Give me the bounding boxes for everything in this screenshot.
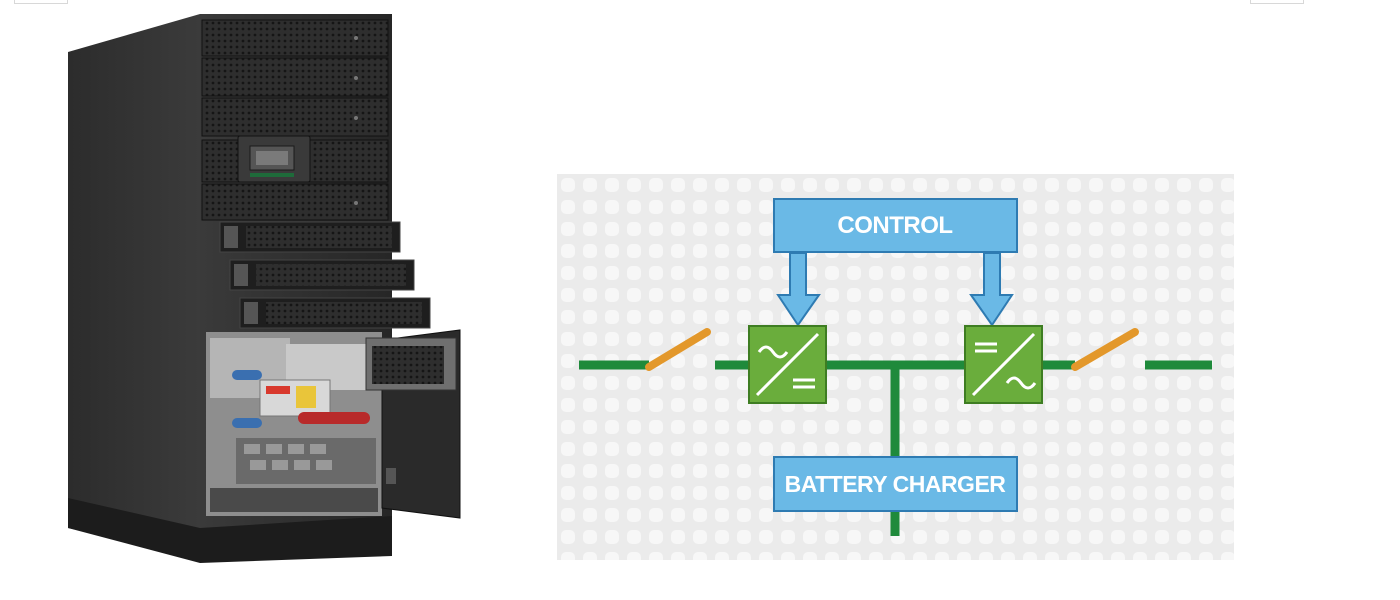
inverter-block [964, 325, 1043, 404]
power-line [579, 360, 1212, 536]
ac-wave-icon [1005, 376, 1037, 390]
control-arrow-left [776, 252, 821, 327]
open-breaker-compartment [206, 332, 382, 516]
open-door [365, 329, 461, 519]
ac-wave-icon [757, 345, 789, 359]
control-box [773, 198, 1018, 253]
battery-charger-label: BATTERY CHARGER [785, 471, 1007, 497]
ups-cabinet-image [68, 14, 461, 563]
control-arrow-right [969, 252, 1014, 327]
control-display-panel [237, 135, 311, 183]
cabinet-side-panel [68, 14, 200, 556]
output-switch [1071, 328, 1139, 371]
diagram-canvas: CONTROL BATTERY CHARGER [557, 174, 1234, 560]
input-switch [645, 328, 711, 371]
corner-mark-right [1250, 0, 1304, 4]
corner-mark-left [14, 0, 68, 4]
rectifier-block [748, 325, 827, 404]
cabinet-base [68, 498, 392, 563]
battery-charger-box [773, 456, 1018, 512]
top-vent-panels [201, 19, 389, 221]
power-modules [219, 221, 431, 329]
control-label: CONTROL [837, 212, 952, 239]
ups-block-diagram: CONTROL BATTERY CHARGER [557, 174, 1234, 560]
